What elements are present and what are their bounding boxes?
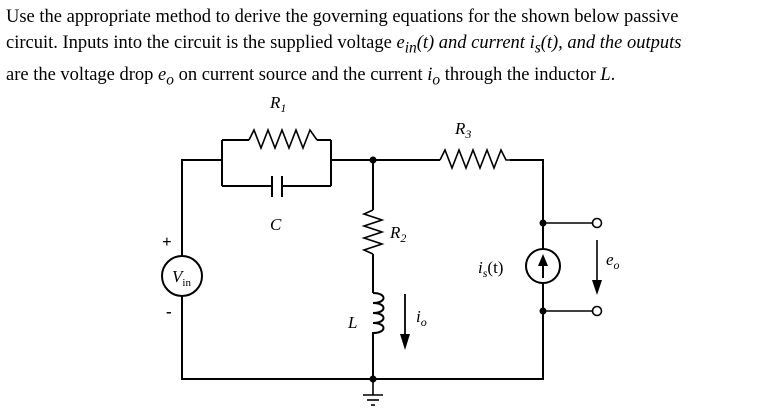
problem-line-2: circuit. Inputs into the circuit is the … xyxy=(6,33,682,57)
wire-top-right xyxy=(510,159,544,247)
label-minus: - xyxy=(166,302,172,321)
terminal-bottom xyxy=(591,305,603,317)
symbol-is: is xyxy=(529,33,541,57)
problem-line-1: Use the appropriate method to derive the… xyxy=(6,7,679,27)
resistor-r3 xyxy=(439,147,510,171)
junction-top-r2 xyxy=(369,156,377,164)
problem-line-3: are the voltage drop eo on current sourc… xyxy=(6,64,616,89)
resistor-r2 xyxy=(361,209,385,255)
label-r1: R1 xyxy=(269,93,286,115)
label-is: is(t) xyxy=(478,258,503,280)
symbol-eo: eo xyxy=(158,64,174,89)
io-arrow xyxy=(400,294,410,350)
current-source-is xyxy=(525,247,561,311)
wire-left-top xyxy=(181,159,222,257)
symbol-ein: ein xyxy=(396,33,417,57)
wire-left-bottom xyxy=(181,296,544,380)
problem-statement: Use the appropriate method to derive the… xyxy=(6,4,768,93)
label-plus: + xyxy=(162,232,172,251)
label-l: L xyxy=(347,313,357,332)
label-io: io xyxy=(416,307,427,329)
eo-arrow xyxy=(592,240,602,295)
label-r2: R2 xyxy=(389,223,406,245)
label-vin: Vin xyxy=(172,267,191,289)
label-eo: eo xyxy=(606,250,620,272)
ground-icon xyxy=(363,379,383,406)
inductor-l xyxy=(372,288,385,341)
r1-c-parallel-block xyxy=(221,127,332,197)
symbol-L: L xyxy=(600,64,611,85)
resistor-r1 xyxy=(248,127,318,151)
label-c: C xyxy=(270,215,282,234)
label-r3: R3 xyxy=(454,119,471,141)
voltage-source-vin xyxy=(161,255,203,297)
symbol-io: io xyxy=(427,64,441,89)
terminal-top xyxy=(591,217,603,229)
capacitor-c xyxy=(271,176,283,197)
